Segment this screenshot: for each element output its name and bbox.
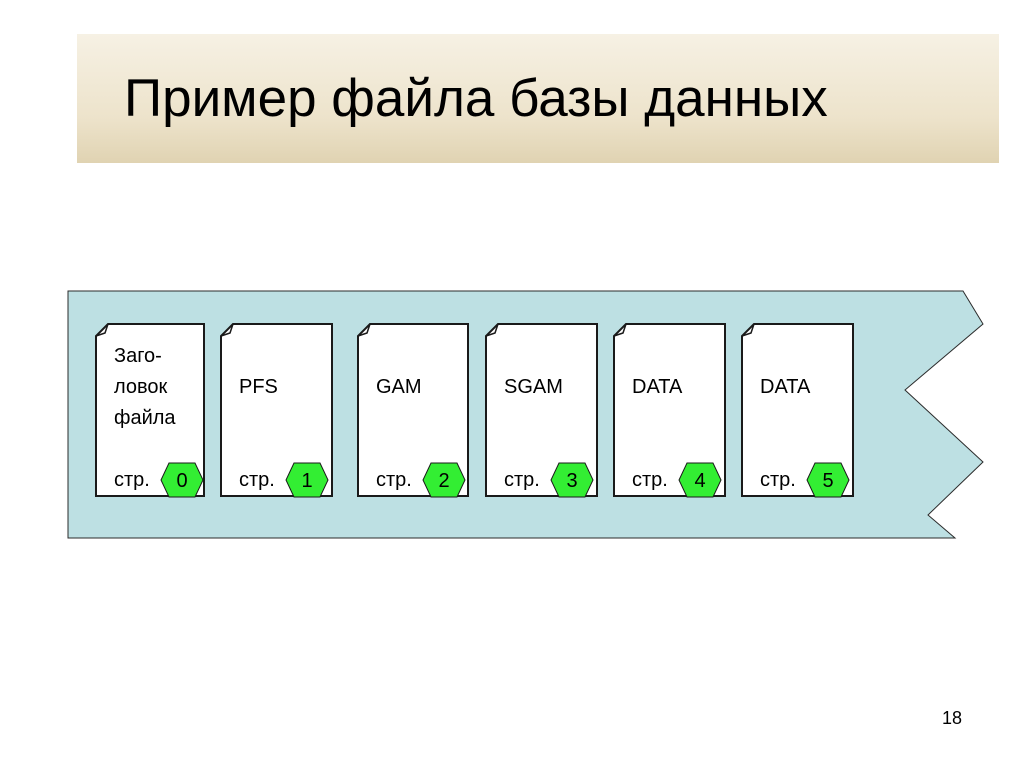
page-card: SGAM стр. 3: [485, 323, 598, 498]
page-label: стр.: [632, 469, 668, 491]
page-outline: [613, 323, 726, 497]
page-number-badge: [160, 462, 204, 498]
page-label: стр.: [239, 469, 275, 491]
page-number: 3: [566, 470, 577, 492]
page-number: 2: [438, 470, 449, 492]
page-card: Заго-ловок файла стр. 0: [95, 323, 205, 498]
page-number: 0: [176, 470, 187, 492]
page-title-line: ловок: [114, 376, 168, 398]
page-card: GAM стр. 2: [357, 323, 469, 498]
pages-layer: Заго-ловок файла стр. 0 PFS стр. 1 GAM стр. 2 SGAM…: [95, 323, 854, 498]
page-outline: [485, 323, 598, 497]
page-label: стр.: [376, 469, 412, 491]
slide-title: Пример файла базы данных: [124, 69, 828, 128]
page-number-badge: [550, 462, 594, 498]
page-number-badge: [285, 462, 329, 498]
page-outline: [95, 323, 205, 497]
title-bar: Пример файла базы данных: [77, 34, 999, 163]
page-number: 1: [301, 470, 312, 492]
page-outline: [357, 323, 469, 497]
page-card: DATA стр. 5: [741, 323, 854, 498]
page-title-line: DATA: [760, 376, 811, 398]
page-label: стр.: [760, 469, 796, 491]
page-outline: [741, 323, 854, 497]
page-number-badge: [422, 462, 466, 498]
page-number: 4: [694, 470, 705, 492]
slide-number: 18: [941, 708, 962, 728]
page-fold-corner: [613, 323, 627, 337]
page-number: 5: [822, 470, 833, 492]
page-outline: [220, 323, 333, 497]
page-title-line: SGAM: [504, 376, 563, 398]
page-title-line: Заго-: [114, 345, 162, 367]
page-number-badge: [806, 462, 850, 498]
page-fold-corner: [220, 323, 234, 337]
page-card: PFS стр. 1: [220, 323, 333, 498]
page-card: DATA стр. 4: [613, 323, 726, 498]
page-fold-corner: [741, 323, 755, 337]
page-fold-corner: [357, 323, 371, 337]
page-fold-corner: [485, 323, 499, 337]
page-title-line: DATA: [632, 376, 683, 398]
page-title-line: файла: [114, 407, 176, 429]
page-label: стр.: [114, 469, 150, 491]
page-label: стр.: [504, 469, 540, 491]
page-number-badge: [678, 462, 722, 498]
page-fold-corner: [95, 323, 109, 337]
page-title-line: PFS: [239, 376, 278, 398]
page-title-line: GAM: [376, 376, 422, 398]
